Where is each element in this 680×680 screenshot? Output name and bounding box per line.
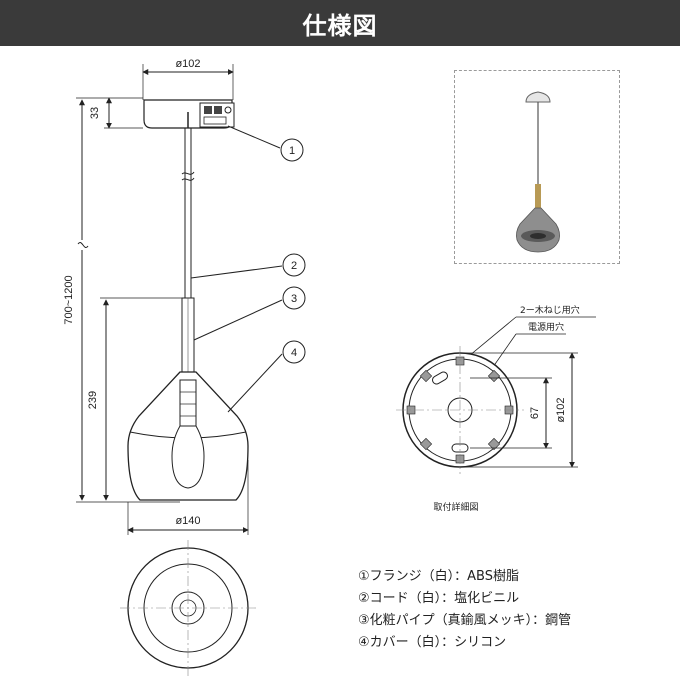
- screw: [224, 106, 232, 114]
- legend-item-pipe: ③化粧パイプ（真鍮風メッキ）：鋼管: [358, 613, 572, 628]
- callout-1: 1: [280, 138, 304, 162]
- label-power-hole: 電源用穴: [528, 321, 564, 333]
- parts-legend: ①フランジ（白）：ABS樹脂 ②コード（白）：塩化ビニル ③化粧パイプ（真鍮風メ…: [358, 566, 668, 654]
- dim-shade-width: ø140: [175, 515, 200, 527]
- callout-4-number: 4: [291, 347, 297, 359]
- bottom-view: [120, 540, 256, 676]
- dim-total-length: 700~1200: [63, 275, 75, 324]
- dim-inner: 67: [529, 407, 541, 419]
- photo-pipe: [535, 184, 541, 210]
- label-screw-holes: 2ー木ねじ用穴: [520, 304, 580, 316]
- callout-3: 3: [282, 286, 306, 310]
- leader-line-2: [190, 265, 283, 279]
- legend-item-cover: ④カバー（白）：シリコン: [358, 635, 507, 650]
- screw-hole: [432, 371, 448, 385]
- cord-break: [181, 171, 195, 175]
- terminal: [214, 106, 222, 114]
- socket: [179, 379, 197, 427]
- callout-2-number: 2: [291, 260, 297, 272]
- side-view: ø102 33 700~1200 239: [63, 58, 306, 535]
- legend-item-cord: ②コード（白）：塩化ビニル: [358, 591, 520, 606]
- dim-outer: ø102: [555, 397, 567, 422]
- dim-top-width: ø102: [175, 58, 200, 70]
- product-photo: [516, 91, 560, 253]
- leader-line-4: [227, 353, 283, 413]
- break-mark: [77, 242, 89, 248]
- dim-flange-height: 33: [89, 107, 101, 119]
- leader-line-3: [193, 299, 283, 341]
- photo-bulb: [530, 233, 546, 239]
- mounting-caption: 取付詳細図: [433, 501, 478, 513]
- bulb: [171, 425, 205, 489]
- product-photo-frame: [454, 70, 620, 264]
- title-bar: 仕様図: [0, 0, 680, 46]
- bottom-bulb: [171, 591, 205, 625]
- callout-3-number: 3: [291, 293, 297, 305]
- callout-4: 4: [282, 340, 306, 364]
- page-title: 仕様図: [302, 11, 378, 40]
- dim-shade-height: 239: [87, 391, 99, 409]
- callout-1-number: 1: [289, 145, 295, 157]
- legend-item-flange: ①フランジ（白）：ABS樹脂: [358, 569, 519, 584]
- mounting-view: 2ー木ねじ用穴 電源用穴 67: [396, 304, 596, 513]
- terminal-label: [203, 116, 227, 125]
- cord-break: [181, 177, 195, 181]
- terminal: [204, 106, 212, 114]
- photo-flange: [525, 91, 551, 103]
- leader-line-1: [227, 125, 281, 149]
- callout-2: 2: [282, 253, 306, 277]
